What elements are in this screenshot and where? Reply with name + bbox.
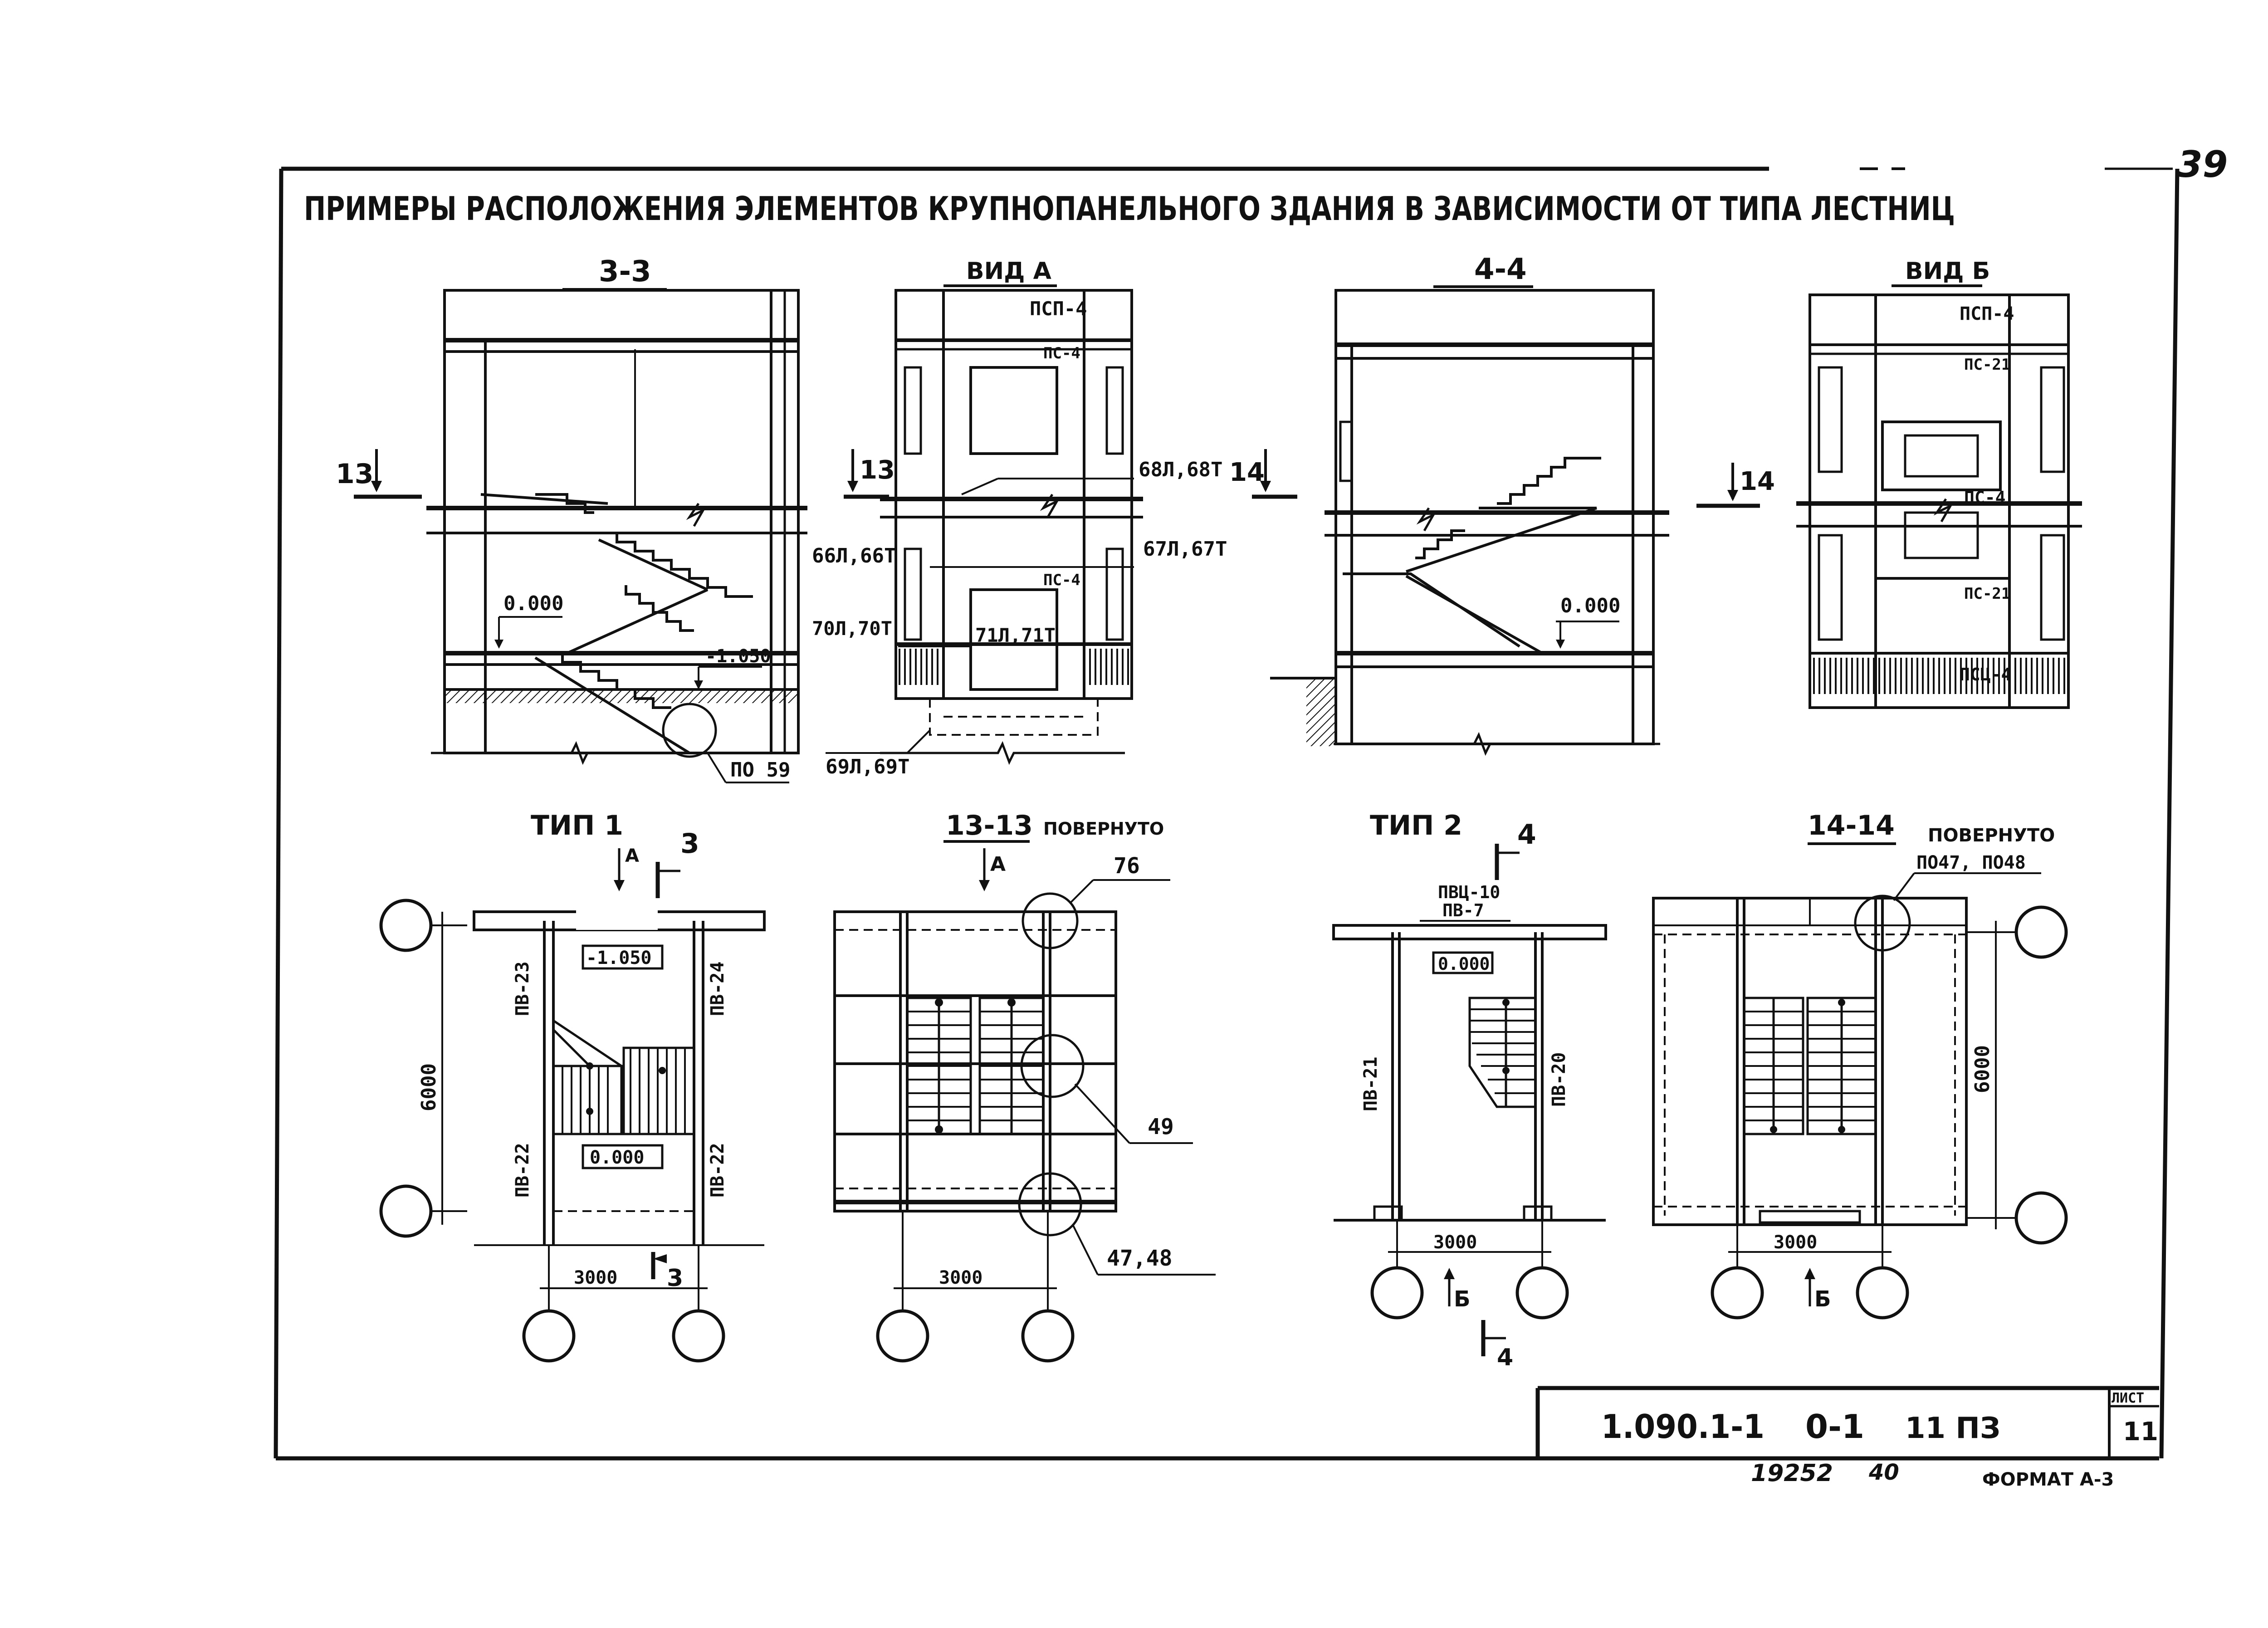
panel-label: ПСП-4 [1030,298,1087,320]
view-title: ВИД А [966,258,1051,285]
panel-label: ПС-4 [1043,344,1080,362]
cut-mark: 3 [680,828,699,860]
doc-code: 1.090.1-1 [1601,1408,1765,1446]
plan-13-13: 13-13 ПОВЕРНУТО А 76 49 [833,810,1216,1363]
panel-label: ПС-4 [1043,571,1080,589]
dim-label: 3000 [1774,1232,1817,1253]
plan-note: ПОВЕРНУТО [1043,819,1164,839]
wall-label: ПВ-24 [707,962,728,1016]
level-label: -1.050 [586,948,652,968]
view-b: ВИД Б ПСП-4 ПС-21 ПС-4 ПС-21 ПСЦ-4 [1796,258,2082,709]
panel-label: ПСЦ-4 [1960,665,2011,684]
plan-type-1: ТИП 1 А 3 -1.050 0.000 ПВ-23 ПВ-24 ПВ-22 [379,810,766,1363]
cut-mark: 4 [1497,1344,1513,1371]
cut-mark: 4 [1517,819,1536,851]
level-label: 0.000 [1560,594,1620,617]
dim-label: 6000 [1971,1045,1994,1093]
plan-title: ТИП 1 [531,810,623,841]
panel-label: ПВЦ-10 [1438,882,1500,902]
callout-label: 49 [1148,1114,1174,1139]
section-4-4: 4-4 0.000 14 14 [1229,253,1775,756]
dim-label: 3000 [939,1267,982,1288]
dim-label: 6000 [417,1063,440,1111]
section-title: 4-4 [1474,253,1527,286]
node-label: ПО 59 [730,758,790,782]
level-label: 0.000 [590,1147,644,1168]
cut-mark-14: 14 [1740,467,1775,496]
plan-14-14: 14-14 ПОВЕРНУТО ПО47, ПО48 6 [1652,810,2068,1320]
view-mark: А [625,846,639,866]
callout-label: 76 [1114,853,1140,879]
cut-mark: 3 [667,1265,683,1292]
inventory-number: 19252 [1751,1460,1833,1487]
view-mark: Б [1814,1286,1831,1312]
plan-note: ПОВЕРНУТО [1928,825,2055,846]
title-block: 1.090.1-1 0-1 11 ПЗ ЛИСТ 11 [1535,1386,2159,1458]
level-label: 0.000 [503,592,563,615]
panel-label: 66Л,66Т [812,544,896,567]
panel-label: ПВ-7 [1442,900,1484,920]
inventory-page: 40 [1868,1460,1899,1485]
plan-type-2: ТИП 2 4 ПВЦ-10 ПВ-7 0.000 ПВ-21 ПВ-20 30… [1332,810,1607,1371]
cut-mark-14: 14 [1229,458,1265,487]
view-mark: А [990,853,1006,876]
page-number: 39 [2177,143,2228,186]
plan-title: 13-13 [946,810,1033,841]
cut-mark-13: 13 [860,455,895,485]
plan-title: ТИП 2 [1370,810,1462,841]
panel-label: ПСП-4 [1960,303,2014,324]
panel-label: 70Л,70Т [812,617,892,640]
panel-label: 68Л,68Т [1139,458,1222,481]
panel-label: 71Л,71Т [975,624,1056,646]
plan-title: 14-14 [1808,810,1895,841]
wall-label: ПВ-23 [512,962,533,1016]
sheet-number: 11 [2123,1417,2158,1447]
callout-label: ПО47, ПО48 [1916,852,2026,873]
wall-label: ПВ-20 [1549,1052,1569,1107]
level-label: 0.000 [1438,954,1490,974]
view-title: ВИД Б [1905,258,1990,285]
doc-sheet-ref: 11 ПЗ [1905,1412,2000,1445]
view-mark: Б [1454,1286,1471,1312]
sheet-label: ЛИСТ [2112,1390,2144,1406]
callout-label: 47,48 [1107,1246,1173,1271]
sheet-frame [274,166,2180,1461]
section-3-3: 3-3 13 0.000 [336,255,807,783]
dim-label: 3000 [574,1267,617,1288]
view-a: ВИД А ПСП-4 ПС-4 68Л,68Т 66Л,66Т 67Л,67Т… [812,258,1227,778]
panel-label: 67Л,67Т [1143,538,1227,561]
sheet-title: ПРИМЕРЫ РАСПОЛОЖЕНИЯ ЭЛЕМЕНТОВ КРУПНОПАН… [304,190,1955,228]
dim-label: 3000 [1433,1232,1477,1253]
panel-label: ПС-4 [1964,488,2006,508]
wall-label: ПВ-21 [1360,1057,1381,1111]
doc-part: 0-1 [1805,1408,1864,1446]
wall-label: ПВ-22 [707,1143,728,1198]
section-title: 3-3 [599,255,651,288]
cut-mark-13: 13 [336,458,374,490]
panel-label: 69Л,69Т [826,755,909,778]
wall-label: ПВ-22 [512,1143,533,1198]
level-label: -1.050 [705,646,771,667]
format-label: ФОРМАТ А-3 [1982,1469,2114,1490]
panel-label: ПС-21 [1964,356,2010,374]
panel-label: ПС-21 [1964,585,2010,603]
